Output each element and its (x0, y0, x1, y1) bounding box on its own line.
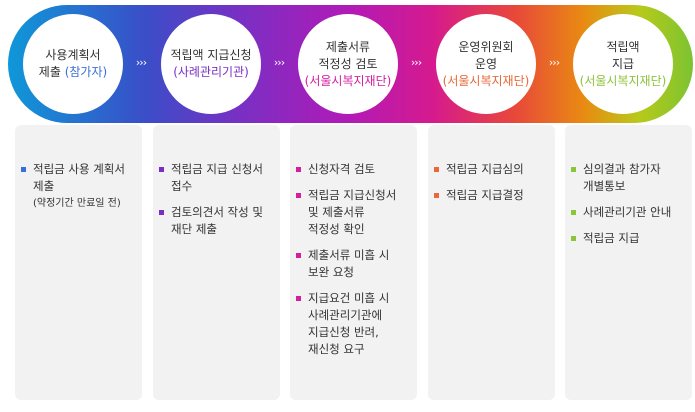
detail-item-line: 및 제출서류 (308, 205, 365, 219)
step-title-line: (사례관리기관) (173, 64, 249, 81)
step-title-text: 적정성 검토 (318, 56, 378, 71)
step-organization: (참가자) (64, 65, 108, 79)
step-title-line: 지급 (612, 56, 634, 73)
square-bullet-icon (159, 210, 164, 215)
step-title-text: 지급 (611, 56, 635, 71)
square-bullet-icon (296, 193, 301, 198)
step-2-circle: 적립액 지급신청 (사례관리기관) (161, 14, 261, 114)
square-bullet-icon (571, 236, 576, 241)
detail-item-line: 재신청 요구 (308, 342, 365, 356)
detail-item-line: 적립금 사용 계획서 (33, 162, 125, 176)
detail-item: 사례관리기관 안내 (571, 204, 686, 221)
detail-item-line: 검토의견서 작성 및 (171, 205, 263, 219)
step-title-text: 제출서류 (325, 39, 371, 54)
detail-item-line: 보완 요청 (308, 265, 354, 279)
detail-item: 신청자격 검토 (296, 161, 411, 178)
step-title-line: 적립액 지급신청 (170, 47, 251, 64)
step-title-line: 사용계획서 (45, 47, 100, 64)
chevron-right-icon: ››› (273, 56, 285, 69)
step-title-text: 사용계획서 (45, 48, 101, 62)
square-bullet-icon (159, 167, 164, 172)
step-title-line: (서울시복지재단) (580, 73, 667, 90)
detail-item: 적립금 지급심의 (434, 161, 549, 178)
step-organization: (서울시복지재단) (442, 73, 530, 88)
detail-item-line: 적립금 지급 (583, 231, 640, 245)
step-title-line: 운영위원회 (458, 39, 513, 56)
square-bullet-icon (434, 193, 439, 198)
step-title-line: (서울시복지재단) (305, 73, 392, 90)
step-title-text: 제출 (38, 65, 65, 79)
step-title-text: 적립액 (606, 39, 640, 54)
detail-item-line: 신청자격 검토 (308, 162, 376, 176)
square-bullet-icon (296, 296, 301, 301)
detail-item-line: 적립금 지급 신청서 (171, 162, 263, 176)
square-bullet-icon (296, 253, 301, 258)
detail-item: 적립금 지급 (571, 230, 686, 247)
step-title-text: 운영 (474, 56, 498, 71)
step-title-line: 제출 (참가자) (39, 64, 107, 81)
detail-item-line: (약정기간 만료일 전) (33, 198, 121, 209)
chevron-right-icon: ››› (548, 56, 560, 69)
detail-item: 적립금 지급결정 (434, 187, 549, 204)
step-title-line: 운영 (475, 56, 497, 73)
step-title-line: 적정성 검토 (318, 56, 377, 73)
chevron-right-icon: ››› (410, 56, 422, 69)
detail-item-line: 사례관리기관 안내 (583, 205, 672, 219)
step-title-line: 적립액 (606, 39, 639, 56)
detail-item-line: 사례관리기관에 (308, 308, 383, 322)
detail-item-line: 적립금 지급신청서 (308, 188, 397, 202)
detail-item-line: 적정성 확인 (308, 222, 365, 236)
step-title-text: 운영위원회 (458, 39, 514, 54)
chevron-right-icon: ››› (135, 56, 147, 69)
step-title-line: (서울시복지재단) (443, 73, 530, 90)
detail-item-line: 심의결과 참가자 (583, 162, 661, 176)
detail-item-line: 접수 (171, 179, 193, 193)
step-organization: (서울시복지재단) (579, 73, 667, 88)
detail-item-line: 제출 (33, 179, 55, 193)
detail-item-line: 지급요건 미흡 시 (308, 291, 390, 305)
step-organization: (사례관리기관) (173, 65, 249, 79)
detail-item-line: 적립금 지급심의 (446, 162, 524, 176)
detail-item-line: 개별통보 (583, 179, 626, 193)
detail-item-line: 제출서류 미흡 시 (308, 248, 390, 262)
step-organization: (서울시복지재단) (304, 73, 392, 88)
square-bullet-icon (571, 210, 576, 215)
detail-item-line: 재단 제출 (171, 222, 217, 236)
step-title-line: 제출서류 (326, 39, 370, 56)
square-bullet-icon (21, 167, 26, 172)
detail-item-line: 지급신청 반려, (308, 325, 379, 339)
step-title-text: 적립액 지급신청 (170, 48, 252, 62)
square-bullet-icon (296, 167, 301, 172)
square-bullet-icon (434, 167, 439, 172)
square-bullet-icon (571, 167, 576, 172)
detail-item-line: 적립금 지급결정 (446, 188, 524, 202)
